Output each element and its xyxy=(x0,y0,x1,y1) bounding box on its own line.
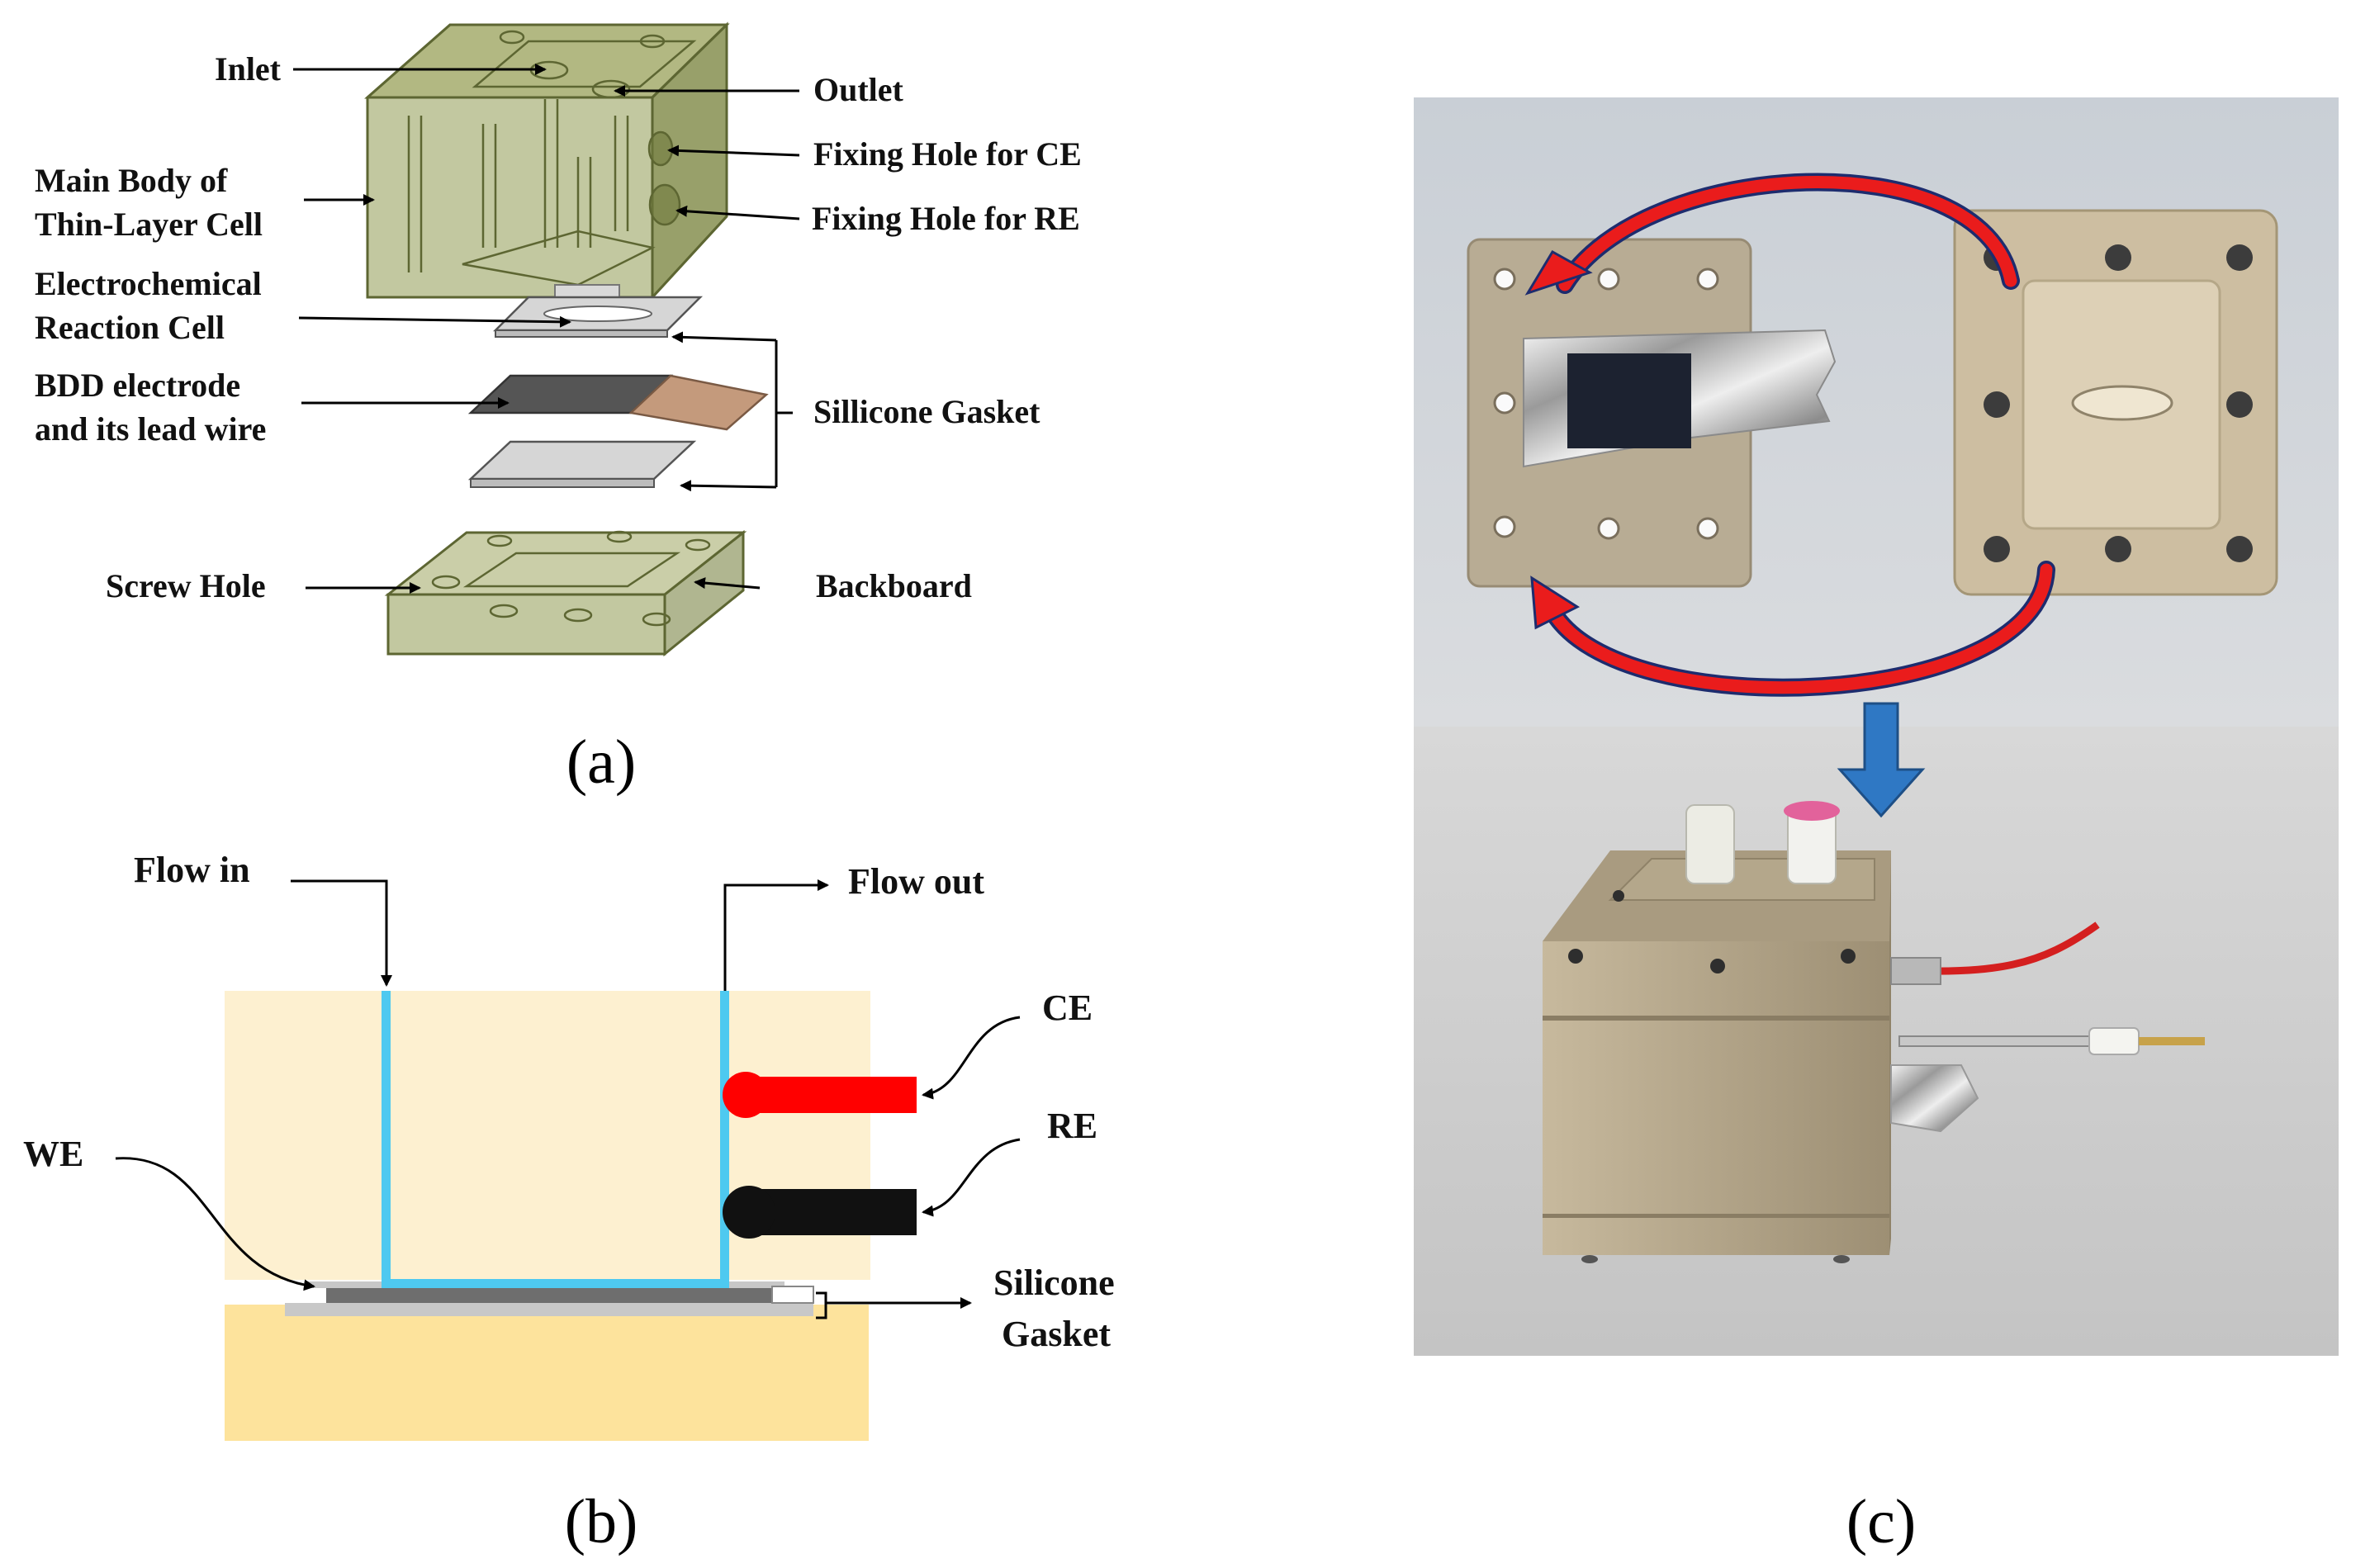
photo-backboard-plate xyxy=(1467,238,1837,588)
flip-arrows xyxy=(1524,173,2055,697)
caption-a: (a) xyxy=(566,727,636,797)
bdd-electrode-drawing xyxy=(467,374,769,431)
label-silicone-gasket: Sillicone Gasket xyxy=(813,393,1040,430)
panel-b-cross-section: Flow in Flow out CE RE WE Silicone Gaske… xyxy=(23,850,1115,1556)
main-body-drawing xyxy=(364,21,730,306)
label-flow-out: Flow out xyxy=(848,861,984,902)
label-reaction-cell-line2: Reaction Cell xyxy=(35,309,225,346)
lower-gasket-drawing xyxy=(467,440,697,488)
upper-cell-block xyxy=(225,991,870,1280)
lower-backboard-block xyxy=(225,1305,869,1441)
label-reaction-cell-line1: Electrochemical xyxy=(35,265,262,302)
label-main-body-line1: Main Body of xyxy=(35,162,228,199)
panel-a-exploded-view: Inlet Outlet Fixing Hole for CE Fixing H… xyxy=(35,21,1082,797)
gasket-edge xyxy=(771,1286,814,1304)
working-electrode-layer xyxy=(326,1288,772,1303)
label-fixing-hole-re: Fixing Hole for RE xyxy=(812,200,1080,237)
label-backboard: Backboard xyxy=(816,567,972,604)
panel-c-photographs: (c) xyxy=(1414,97,2339,1556)
label-flow-in: Flow in xyxy=(134,850,250,890)
lower-gasket-layer xyxy=(285,1303,813,1316)
panel-b-leader-lines xyxy=(115,879,1021,1319)
label-gasket-line1: Silicone xyxy=(993,1262,1115,1303)
label-re: RE xyxy=(1047,1106,1097,1146)
label-bdd-electrode-line1: BDD electrode xyxy=(35,367,240,404)
label-outlet: Outlet xyxy=(813,71,904,108)
flow-channel xyxy=(382,991,729,1288)
label-we: WE xyxy=(23,1134,83,1174)
backboard-drawing xyxy=(384,529,747,657)
label-ce: CE xyxy=(1042,988,1093,1028)
caption-c: (c) xyxy=(1846,1487,1916,1556)
label-fixing-hole-ce: Fixing Hole for CE xyxy=(813,135,1082,173)
label-gasket-line2: Gasket xyxy=(1002,1314,1111,1354)
panel-a-leader-lines xyxy=(293,64,800,594)
re-probe xyxy=(723,1186,917,1239)
label-inlet: Inlet xyxy=(215,50,282,88)
photo-main-body-plate xyxy=(1953,209,2278,596)
label-bdd-electrode-line2: and its lead wire xyxy=(35,410,266,448)
ce-probe xyxy=(723,1072,917,1118)
label-screw-hole: Screw Hole xyxy=(106,567,266,604)
bdd-electrode-photo xyxy=(1567,353,1691,448)
label-main-body-line2: Thin-Layer Cell xyxy=(35,206,263,243)
panel-a-labels: Inlet Outlet Fixing Hole for CE Fixing H… xyxy=(35,50,1082,797)
down-arrow xyxy=(1837,702,1926,818)
caption-b: (b) xyxy=(565,1487,638,1556)
reaction-cell-gasket-drawing xyxy=(492,296,704,338)
photo-assembled-cell xyxy=(1543,801,2205,1263)
